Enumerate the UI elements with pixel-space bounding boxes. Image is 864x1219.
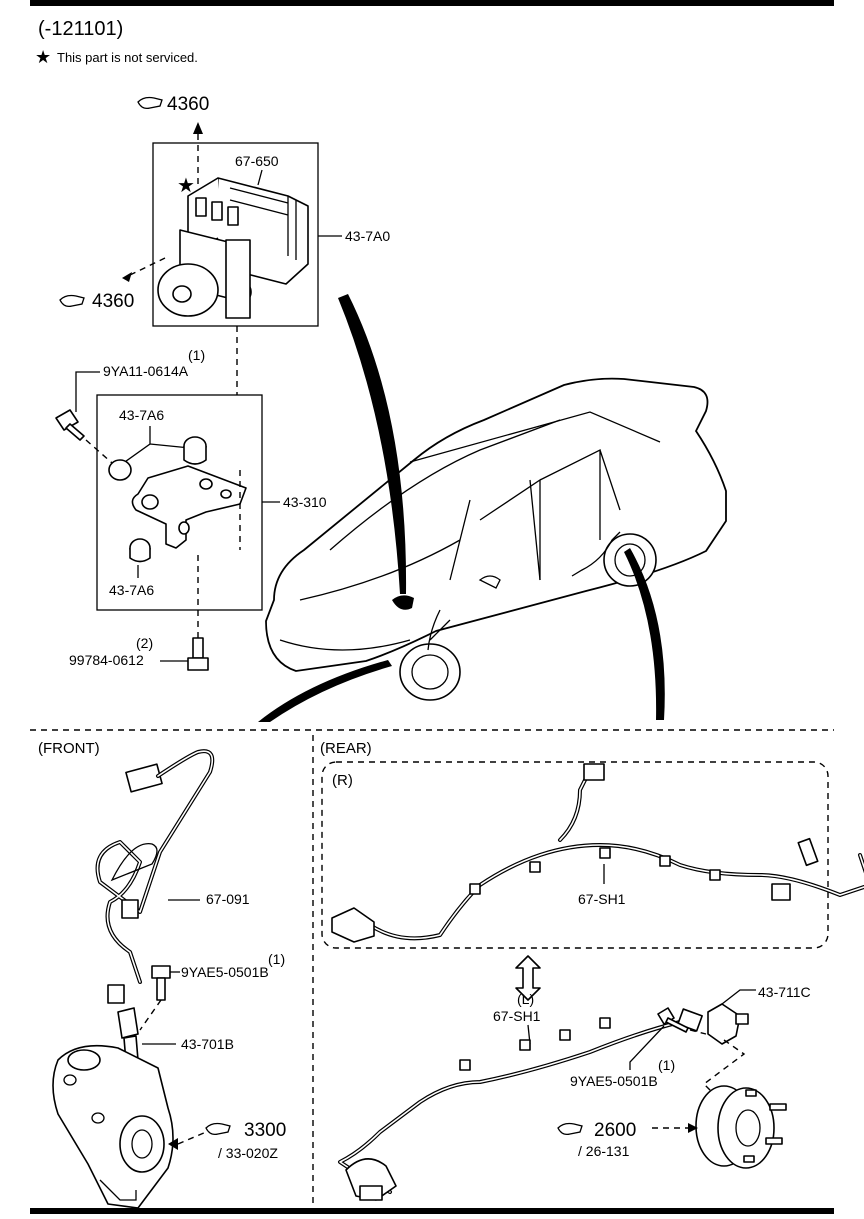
label-99784-qty: (2) bbox=[136, 635, 153, 651]
label-9yae5-front: 9YAE5-0501B bbox=[181, 964, 269, 980]
ref-4360-top[interactable]: 4360 bbox=[137, 94, 209, 115]
grommet-upper-right[interactable] bbox=[183, 436, 207, 465]
grommet-upper-left[interactable] bbox=[108, 459, 132, 481]
rear-right-box bbox=[321, 761, 829, 949]
grommet-lower[interactable] bbox=[129, 538, 151, 563]
bolt-99784[interactable] bbox=[187, 637, 209, 671]
bolt-9ya11[interactable] bbox=[55, 409, 85, 441]
label-43-7a6-top: 43-7A6 bbox=[119, 407, 164, 423]
label-9yae5-front-qty: (1) bbox=[268, 951, 285, 967]
arrow-up-icon bbox=[193, 122, 203, 134]
vehicle-illustration bbox=[258, 294, 727, 722]
ref-4360-left-label: 4360 bbox=[92, 291, 134, 312]
label-43-701b: 43-701B bbox=[181, 1036, 234, 1052]
book-icon bbox=[557, 1122, 583, 1136]
label-43-7A0: 43-7A0 bbox=[345, 228, 390, 244]
hu-section: 4360 67-650 ★ 43-7A0 bbox=[55, 94, 390, 671]
label-67-091: 67-091 bbox=[206, 891, 250, 907]
front-wheel-speed-sensor[interactable] bbox=[95, 749, 215, 1004]
label-9ya11: 9YA11-0614A bbox=[103, 363, 189, 379]
ref-3300-label: 3300 bbox=[244, 1120, 286, 1141]
section-front: (FRONT) bbox=[38, 740, 100, 757]
star-icon: ★ bbox=[177, 175, 195, 197]
bracket[interactable] bbox=[131, 465, 247, 549]
arrow-left-icon bbox=[168, 1138, 178, 1150]
ref-4360-left[interactable]: 4360 bbox=[59, 291, 134, 312]
section-rear: (REAR) bbox=[320, 740, 372, 757]
label-9ya11-qty: (1) bbox=[188, 347, 205, 363]
rear-right-harness[interactable] bbox=[331, 763, 864, 943]
label-43-7a6-bottom: 43-7A6 bbox=[109, 582, 154, 598]
book-icon bbox=[137, 96, 163, 110]
book-icon bbox=[205, 1122, 231, 1136]
rear-left-harness[interactable] bbox=[338, 1008, 703, 1201]
hu-box bbox=[152, 142, 319, 327]
book-icon bbox=[59, 294, 85, 308]
ref-3300[interactable]: 3300 / 33-020Z bbox=[205, 1120, 286, 1161]
ref-3300-sub: / 33-020Z bbox=[218, 1145, 278, 1161]
label-67-sh1-right: 67-SH1 bbox=[578, 891, 626, 907]
label-67-sh1-left: 67-SH1 bbox=[493, 1008, 541, 1024]
section-left: (L) bbox=[517, 991, 534, 1007]
front-section: (FRONT) 67-091 (1) 9YAE5-0501B 43-701B bbox=[38, 740, 286, 1209]
label-9yae5-rear-qty: (1) bbox=[658, 1057, 675, 1073]
star-icon: ★ bbox=[35, 47, 51, 67]
section-right: (R) bbox=[332, 772, 353, 789]
rear-section: (REAR) (R) 67-SH1 (L) 67-SH1 bbox=[320, 740, 864, 1201]
ref-2600-sub: / 26-131 bbox=[578, 1143, 630, 1159]
rear-sensor-43-711c[interactable] bbox=[707, 1003, 749, 1045]
bottom-border bbox=[30, 1208, 834, 1214]
arrow-right-icon bbox=[688, 1123, 698, 1133]
label-99784: 99784-0612 bbox=[69, 652, 144, 668]
label-9yae5-rear: 9YAE5-0501B bbox=[570, 1073, 658, 1089]
bolt-9yae5-rear[interactable] bbox=[657, 1007, 689, 1033]
steering-knuckle[interactable] bbox=[52, 1044, 174, 1209]
hydraulic-unit[interactable] bbox=[157, 177, 309, 319]
top-border bbox=[30, 0, 834, 6]
double-arrow-icon bbox=[515, 955, 541, 1001]
ref-4360-top-label: 4360 bbox=[167, 94, 209, 115]
label-43-711c: 43-711C bbox=[758, 984, 811, 1000]
header-code: (-121101) bbox=[38, 18, 123, 40]
ref-2600-label: 2600 bbox=[594, 1120, 636, 1141]
rear-wheel-hub[interactable] bbox=[695, 1085, 787, 1169]
header-note: This part is not serviced. bbox=[57, 50, 198, 65]
arrow-left-icon bbox=[122, 272, 132, 282]
label-43-310: 43-310 bbox=[283, 494, 327, 510]
label-67-650: 67-650 bbox=[235, 153, 279, 169]
bolt-9yae5-front[interactable] bbox=[151, 965, 171, 1001]
ref-2600[interactable]: 2600 / 26-131 bbox=[557, 1120, 636, 1159]
